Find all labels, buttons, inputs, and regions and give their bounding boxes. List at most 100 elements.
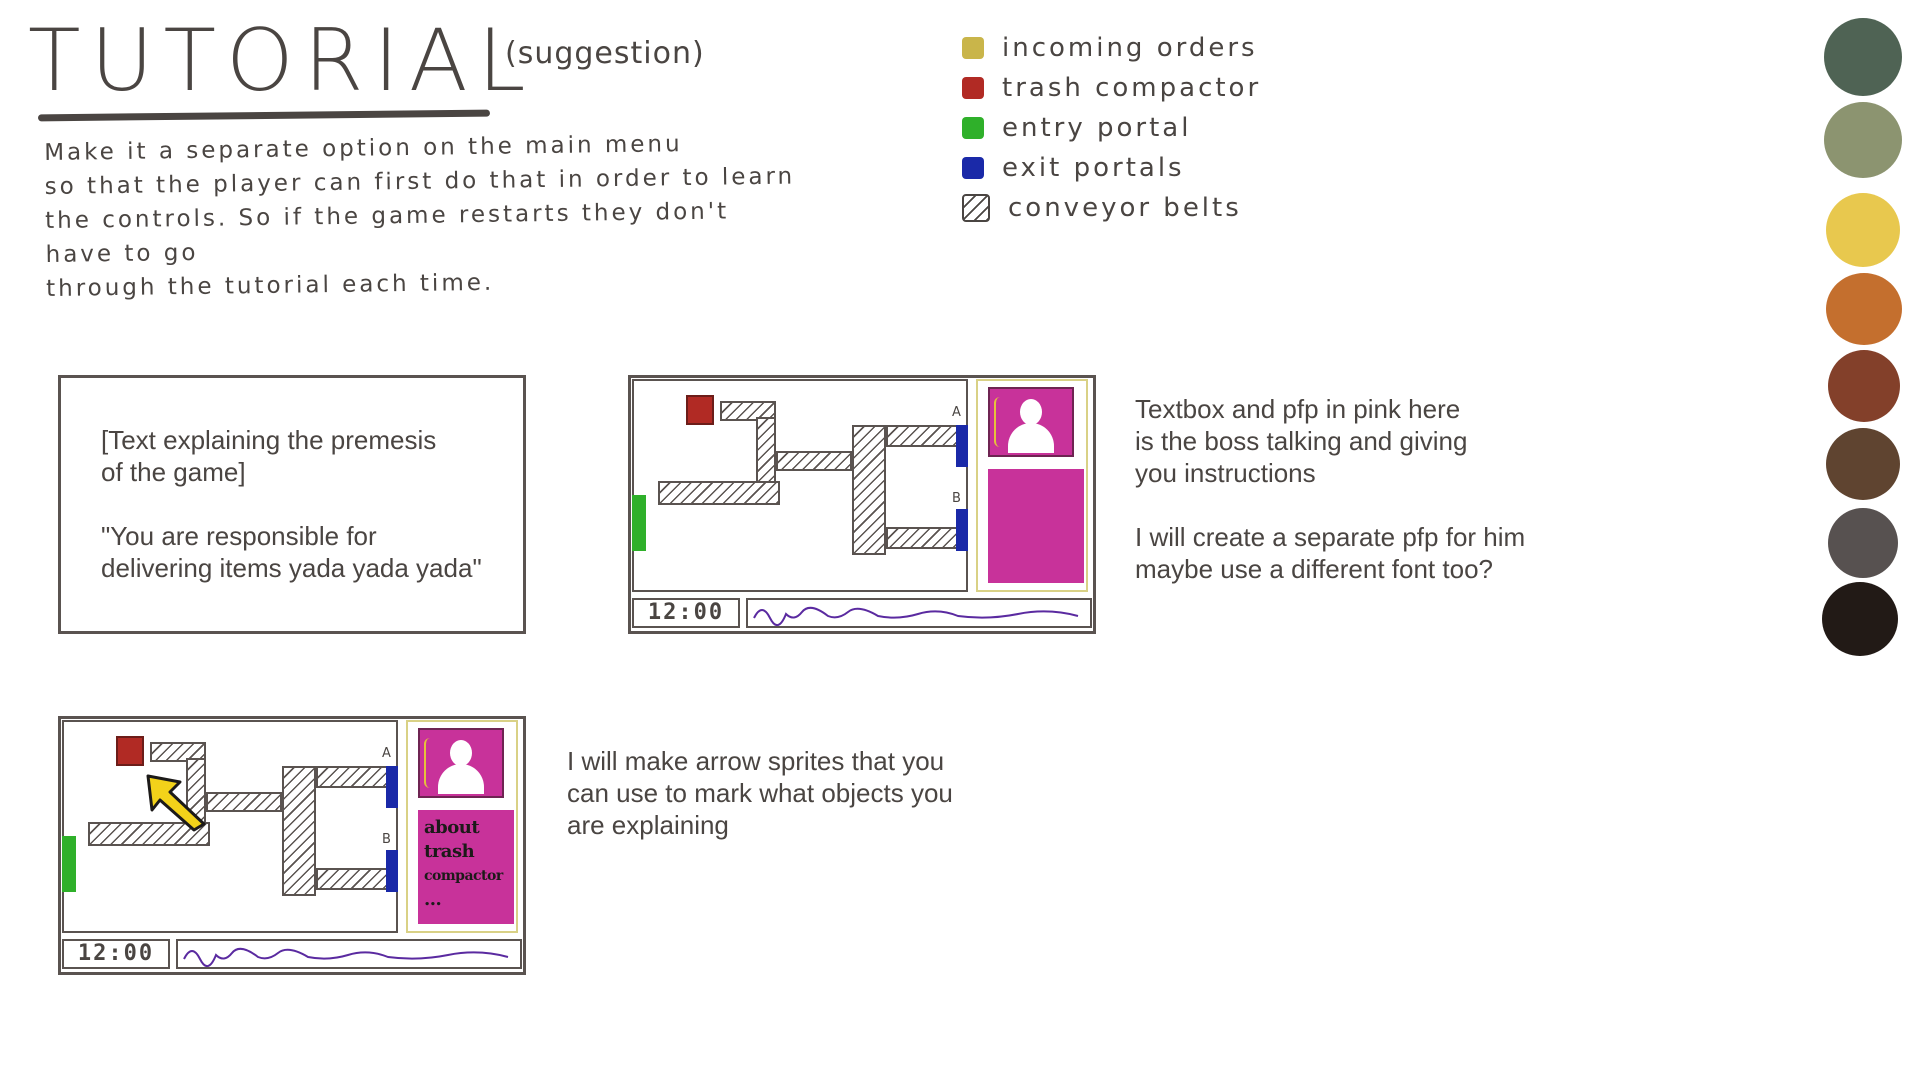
intro-text: Make it a separate option on the main me… xyxy=(44,125,806,306)
pfp-head xyxy=(450,740,472,766)
note-line: is the boss talking and giving xyxy=(1135,426,1468,456)
boss-textbox xyxy=(988,469,1084,583)
intro-line: the controls. So if the game restarts th… xyxy=(45,198,730,268)
trash-compactor-swatch xyxy=(962,77,984,99)
game-timer: 12:00 xyxy=(62,939,170,969)
textbox-line: about xyxy=(424,817,480,838)
note-line: can use to mark what objects you xyxy=(567,778,953,808)
conveyor-belt xyxy=(316,766,388,788)
boss-note: Textbox and pfp in pink here is the boss… xyxy=(1135,393,1525,585)
game-status-bar: 12:00 xyxy=(58,937,526,973)
palette-swatch xyxy=(1826,428,1900,500)
panel-text-line: delivering items yada yada yada" xyxy=(101,553,482,583)
conveyor-belt xyxy=(316,868,388,890)
conveyor-belt xyxy=(852,425,886,555)
game-mockup-frame xyxy=(58,716,526,975)
legend-item-trash-compactor: trash compactor xyxy=(962,68,1261,108)
legend-item-exit-portals: exit portals xyxy=(962,148,1261,188)
panel-text-line: "You are responsible for xyxy=(101,521,377,551)
pfp-head xyxy=(1020,399,1042,425)
legend-label: incoming orders xyxy=(1002,33,1258,63)
pfp-decoration xyxy=(994,397,1006,447)
conveyor-belt xyxy=(658,481,780,505)
exit-label-a: A xyxy=(952,405,961,420)
legend-label: entry portal xyxy=(1002,113,1192,143)
squiggle-placeholder xyxy=(753,606,1079,626)
game-mockup-boss-intro: A B 12:00 xyxy=(628,375,1096,634)
palette-swatch xyxy=(1824,102,1902,178)
exit-portal-b xyxy=(956,509,968,551)
exit-portal-a xyxy=(956,425,968,467)
conveyor-belt xyxy=(150,742,206,762)
note-line: I will make arrow sprites that you xyxy=(567,746,945,776)
palette-swatch xyxy=(1828,508,1898,578)
palette-swatch xyxy=(1822,582,1898,656)
entry-portal-swatch xyxy=(962,117,984,139)
conveyor-belt xyxy=(282,766,316,896)
game-timer: 12:00 xyxy=(632,598,740,628)
palette-swatch xyxy=(1826,193,1900,267)
legend: incoming orders trash compactor entry po… xyxy=(962,28,1261,228)
conveyor-belt xyxy=(886,527,958,549)
legend-label: exit portals xyxy=(1002,153,1185,183)
order-queue-bar xyxy=(176,939,522,969)
pfp-body xyxy=(438,764,484,794)
note-line: I will create a separate pfp for him xyxy=(1135,522,1526,552)
note-line: maybe use a different font too? xyxy=(1135,554,1493,584)
exit-label-b: B xyxy=(382,832,391,847)
yellow-arrow-icon xyxy=(146,774,206,832)
page-subtitle: (suggestion) xyxy=(505,36,705,71)
conveyor-belt xyxy=(206,792,282,812)
textbox-line: ... xyxy=(424,889,442,910)
boss-sidebar: about trash compactor ... xyxy=(406,720,518,933)
textbox-line: compactor xyxy=(424,868,503,884)
boss-pfp xyxy=(988,387,1074,457)
exit-portal-a xyxy=(386,766,398,808)
note-spacer xyxy=(1135,489,1525,521)
incoming-orders-swatch xyxy=(962,37,984,59)
note-line: are explaining xyxy=(567,810,729,840)
conveyor-belt xyxy=(720,401,776,421)
conveyor-belt-swatch xyxy=(962,194,990,222)
entry-portal xyxy=(62,836,76,892)
textbox-line: trash xyxy=(424,841,475,862)
legend-item-conveyor-belts: conveyor belts xyxy=(962,188,1261,228)
entry-portal xyxy=(632,495,646,551)
exit-portal-b xyxy=(386,850,398,892)
palette-swatch xyxy=(1828,350,1900,422)
panel-text-line: [Text explaining the premesis xyxy=(101,425,437,455)
conveyor-belt xyxy=(776,451,852,471)
legend-item-entry-portal: entry portal xyxy=(962,108,1261,148)
squiggle-placeholder xyxy=(183,947,509,967)
boss-textbox: about trash compactor ... xyxy=(418,810,514,924)
note-line: Textbox and pfp in pink here xyxy=(1135,394,1461,424)
game-mockup-arrow-demo: A B about trash compactor ... 12:00 xyxy=(58,716,526,975)
boss-pfp xyxy=(418,728,504,798)
game-status-bar: 12:00 xyxy=(628,596,1096,632)
pfp-decoration xyxy=(424,738,436,788)
exit-label-a: A xyxy=(382,746,391,761)
panel-text-line: of the game] xyxy=(101,457,246,487)
premise-text-panel: [Text explaining the premesis of the gam… xyxy=(58,375,526,634)
palette-swatch xyxy=(1826,273,1902,345)
note-line: you instructions xyxy=(1135,458,1316,488)
conveyor-belt xyxy=(886,425,958,447)
exit-label-b: B xyxy=(952,491,961,506)
order-queue-bar xyxy=(746,598,1092,628)
arrow-note: I will make arrow sprites that you can u… xyxy=(567,745,953,841)
legend-item-incoming-orders: incoming orders xyxy=(962,28,1261,68)
game-playfield: A B xyxy=(632,379,968,592)
page-title: TUTORIAL xyxy=(28,11,536,111)
title-underline xyxy=(37,109,491,122)
boss-textbox-text: about trash compactor ... xyxy=(424,816,514,912)
trash-compactor xyxy=(686,395,714,425)
boss-sidebar xyxy=(976,379,1088,592)
game-mockup-frame xyxy=(628,375,1096,634)
legend-label: conveyor belts xyxy=(1008,193,1242,223)
pfp-body xyxy=(1008,423,1054,453)
exit-portal-swatch xyxy=(962,157,984,179)
game-playfield: A B xyxy=(62,720,398,933)
legend-label: trash compactor xyxy=(1002,73,1262,103)
trash-compactor xyxy=(116,736,144,766)
palette-swatch xyxy=(1824,18,1902,96)
